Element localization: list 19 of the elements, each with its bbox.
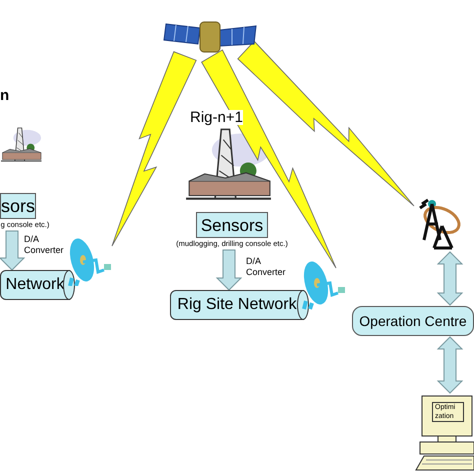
sensors-box	[196, 212, 268, 238]
sensors-box	[0, 193, 36, 219]
lightning-bolt	[201, 49, 336, 268]
edge-label: D/A Converter	[246, 256, 287, 278]
node-label: Sensors	[200, 216, 264, 234]
lightning-bolt	[237, 40, 414, 206]
block-arrow	[216, 250, 242, 291]
rig-title: Rig-n+1	[190, 110, 243, 125]
node-label: sors	[1, 197, 36, 215]
node-label: Rig Site Network	[177, 297, 297, 313]
lightning-bolt	[112, 51, 197, 246]
block-arrow	[0, 230, 26, 271]
edge-label: D/A Converter	[24, 234, 65, 256]
node-label: Operation Centre	[359, 314, 467, 328]
operation-centre-box	[352, 306, 474, 336]
node-label: Network	[6, 277, 64, 293]
block-arrow	[436, 336, 464, 394]
block-arrow	[436, 251, 464, 306]
rig-title: n	[0, 88, 10, 103]
